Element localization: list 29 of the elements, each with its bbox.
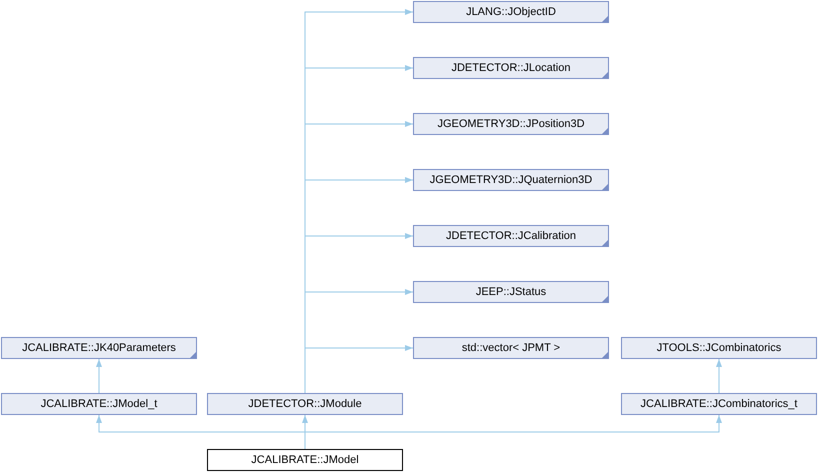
class-name: JLANG::JObjectID — [466, 6, 556, 18]
class-name: JDETECTOR::JModule — [248, 398, 362, 410]
class-box — [413, 57, 609, 79]
class-name: JCALIBRATE::JModel_t — [40, 398, 158, 410]
inheritance-arrow — [304, 345, 414, 394]
class-name: JGEOMETRY3D::JQuaternion3D — [430, 174, 592, 186]
class-box — [413, 225, 609, 247]
class-box — [1, 393, 197, 415]
class-box — [207, 449, 403, 471]
class-name: JCALIBRATE::JModel — [251, 454, 359, 466]
class-box — [413, 113, 609, 135]
class-box — [413, 169, 609, 191]
class-name: std::vector< JPMT > — [462, 342, 560, 354]
class-name: JDETECTOR::JCalibration — [446, 230, 576, 242]
inheritance-arrow — [96, 358, 102, 394]
class-name: JCALIBRATE::JK40Parameters — [22, 342, 176, 354]
class-box — [1, 337, 197, 359]
inheritance-arrow — [716, 358, 722, 394]
class-box — [207, 393, 403, 415]
class-box — [413, 1, 609, 23]
class-name: JDETECTOR::JLocation — [451, 62, 570, 74]
class-name: JCALIBRATE::JCombinatorics_t — [640, 398, 798, 410]
class-box — [621, 337, 817, 359]
class-box — [413, 337, 609, 359]
class-box — [413, 281, 609, 303]
class-name: JGEOMETRY3D::JPosition3D — [437, 118, 585, 130]
class-box — [621, 393, 817, 415]
class-name: JTOOLS::JCombinatorics — [656, 342, 782, 354]
class-name: JEEP::JStatus — [476, 286, 546, 298]
